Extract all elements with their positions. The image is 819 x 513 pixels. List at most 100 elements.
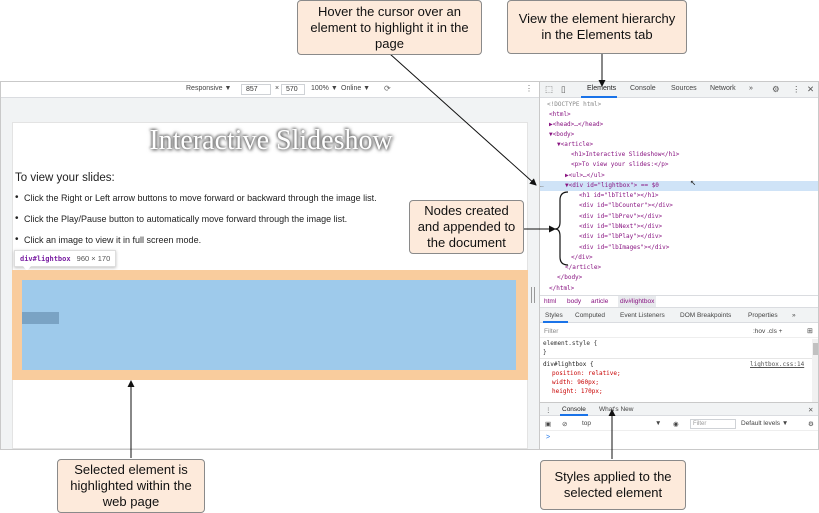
device-width-input[interactable]: 857 — [241, 84, 271, 95]
element-style-rule[interactable]: element.style { — [543, 340, 598, 347]
rule-source-link[interactable]: lightbox.css:14 — [750, 361, 805, 368]
dom-node[interactable]: ▼<article> — [557, 141, 594, 148]
active-tab-indicator — [581, 96, 617, 98]
kebab-menu-icon[interactable]: ⋮ — [792, 84, 801, 94]
lightbox-child-box — [22, 312, 59, 324]
instructions-list: Click the Right or Left arrow buttons to… — [15, 192, 525, 256]
breadcrumb-article[interactable]: article — [591, 298, 609, 305]
dom-node[interactable]: <html> — [549, 111, 571, 118]
tab-sources[interactable]: Sources — [671, 85, 697, 92]
settings-gear-icon[interactable]: ⚙ — [772, 84, 780, 94]
tooltip-selector: div#lightbox — [20, 255, 71, 263]
dom-tree: <!DOCTYPE html> <html> ▶<head>…</head> ▼… — [540, 99, 818, 295]
dom-node-selected-lightbox[interactable]: ▼<div id="lightbox"> == $0 — [540, 181, 818, 191]
styles-filter-input[interactable]: Filter — [544, 328, 559, 335]
network-throttle-select[interactable]: Online ▼ — [341, 85, 371, 92]
clear-console-icon[interactable]: ⊘ — [562, 421, 568, 428]
live-expression-eye-icon[interactable]: ◉ — [673, 421, 679, 428]
style-property[interactable]: width: 960px; — [552, 379, 599, 386]
device-toolbar: Responsive ▼ 857 × 570 100% ▼ Online ▼ ⟳… — [1, 82, 539, 98]
new-style-rule-icon[interactable]: ⊞ — [807, 328, 813, 335]
console-filter-input[interactable]: Filter — [690, 419, 736, 429]
scrollbar-thumb[interactable] — [813, 343, 818, 355]
drawer-menu-icon[interactable]: ⋮ — [545, 407, 552, 414]
close-icon[interactable]: ✕ — [807, 84, 815, 94]
page-intro: To view your slides: — [15, 172, 115, 184]
tab-network[interactable]: Network — [710, 85, 736, 92]
dimension-separator: × — [275, 85, 280, 92]
dom-node[interactable]: </div> — [571, 254, 593, 261]
active-drawer-tab-indicator — [560, 414, 588, 416]
list-item: Click the Right or Left arrow buttons to… — [15, 192, 525, 214]
more-panes-button[interactable]: » — [792, 312, 796, 319]
dom-node[interactable]: </body> — [557, 274, 583, 281]
browser-window: Responsive ▼ 857 × 570 100% ▼ Online ▼ ⟳… — [0, 81, 819, 450]
dom-node[interactable]: <h1 id="lbTitle"></h1> — [579, 192, 659, 199]
drawer-tab-console[interactable]: Console — [562, 406, 586, 413]
console-context-select[interactable]: top — [582, 420, 592, 427]
rotate-icon[interactable]: ⟳ — [384, 84, 391, 93]
dom-node[interactable]: ▼<body> — [549, 131, 575, 138]
active-subtab-indicator — [543, 321, 568, 323]
zoom-select[interactable]: 100% ▼ — [311, 85, 338, 92]
tab-dom-breakpoints[interactable]: DOM Breakpoints — [680, 312, 732, 319]
tooltip-dimensions: 960 × 170 — [76, 254, 111, 263]
tab-properties[interactable]: Properties — [748, 312, 778, 319]
device-mode-select[interactable]: Responsive ▼ — [186, 85, 232, 92]
console-sidebar-icon[interactable]: ▣ — [545, 421, 552, 428]
breadcrumb-html[interactable]: html — [544, 298, 557, 305]
tab-console[interactable]: Console — [630, 85, 656, 92]
callout-hierarchy: View the element hierarchy in the Elemen… — [507, 0, 687, 54]
console-toolbar: ▣ ⊘ top ▼ ◉ Filter Default levels ▼ ⚙ — [540, 417, 818, 431]
log-levels-select[interactable]: Default levels ▼ — [741, 420, 789, 427]
viewport-pane: Responsive ▼ 857 × 570 100% ▼ Online ▼ ⟳… — [1, 82, 539, 449]
styles-tab-bar: Styles Computed Event Listeners DOM Brea… — [540, 308, 818, 323]
element-tooltip: div#lightbox 960 × 170 — [14, 250, 117, 271]
console-drawer: ⋮ Console What's New ✕ ▣ ⊘ top ▼ ◉ Filte… — [540, 402, 818, 449]
style-property[interactable]: height: 170px; — [552, 388, 603, 395]
inspect-element-icon[interactable]: ⬚ — [545, 84, 554, 94]
lightbox-highlight-overlay[interactable] — [12, 270, 528, 380]
dom-node[interactable]: <p>To view your slides:</p> — [571, 161, 669, 168]
lightbox-rule-selector[interactable]: div#lightbox { — [543, 361, 594, 368]
console-settings-icon[interactable]: ⚙ — [808, 421, 814, 428]
console-prompt[interactable]: > — [546, 434, 551, 441]
breadcrumb-body[interactable]: body — [567, 298, 582, 305]
tab-event-listeners[interactable]: Event Listeners — [620, 312, 665, 319]
dom-node[interactable]: ▶<ul>…</ul> — [565, 172, 605, 179]
pane-resize-handle[interactable] — [531, 287, 535, 303]
context-dropdown-icon[interactable]: ▼ — [655, 420, 662, 427]
drawer-close-icon[interactable]: ✕ — [808, 407, 814, 414]
styles-filter-tools[interactable]: :hov .cls + — [753, 328, 783, 335]
element-style-close: } — [543, 349, 547, 356]
dom-node[interactable]: <div id="lbPlay"></div> — [579, 233, 663, 240]
more-options-icon[interactable]: ⋮ — [525, 84, 533, 93]
dom-node[interactable]: </html> — [549, 285, 575, 292]
device-height-input[interactable]: 570 — [281, 84, 305, 95]
ellipsis-icon: … — [540, 182, 544, 189]
dom-node[interactable]: <div id="lbImages"></div> — [579, 244, 670, 251]
tab-elements[interactable]: Elements — [587, 85, 617, 92]
dom-node[interactable]: </article> — [565, 264, 602, 271]
mouse-cursor-icon: ↖ — [690, 177, 697, 188]
tab-computed[interactable]: Computed — [575, 312, 605, 319]
device-toggle-icon[interactable]: ▯ — [561, 84, 566, 94]
styles-scrollbar[interactable] — [812, 339, 818, 402]
dom-node[interactable]: ▶<head>…</head> — [549, 121, 604, 128]
devtools-panel: ⬚ ▯ Elements Console Sources Network » ⚙… — [539, 82, 818, 449]
more-tabs-button[interactable]: » — [749, 85, 753, 92]
devtools-tab-bar: ⬚ ▯ Elements Console Sources Network » ⚙… — [540, 82, 818, 98]
dom-node[interactable]: <div id="lbPrev"></div> — [579, 213, 663, 220]
drawer-tab-whats-new[interactable]: What's New — [599, 406, 634, 413]
tab-styles[interactable]: Styles — [545, 312, 563, 319]
page-title: Interactive Slideshow — [149, 125, 393, 156]
callout-nodes: Nodes created and appended to the docume… — [409, 200, 524, 254]
dom-node[interactable]: <div id="lbNext"></div> — [579, 223, 663, 230]
dom-node[interactable]: <div id="lbCounter"></div> — [579, 202, 673, 209]
style-property[interactable]: position: relative; — [552, 370, 621, 377]
dom-node[interactable]: <h1>Interactive Slideshow</h1> — [571, 151, 680, 158]
drawer-tab-bar: ⋮ Console What's New ✕ — [540, 403, 818, 416]
breadcrumb-lightbox[interactable]: div#lightbox — [618, 296, 657, 307]
dom-node[interactable]: <!DOCTYPE html> — [547, 101, 602, 108]
